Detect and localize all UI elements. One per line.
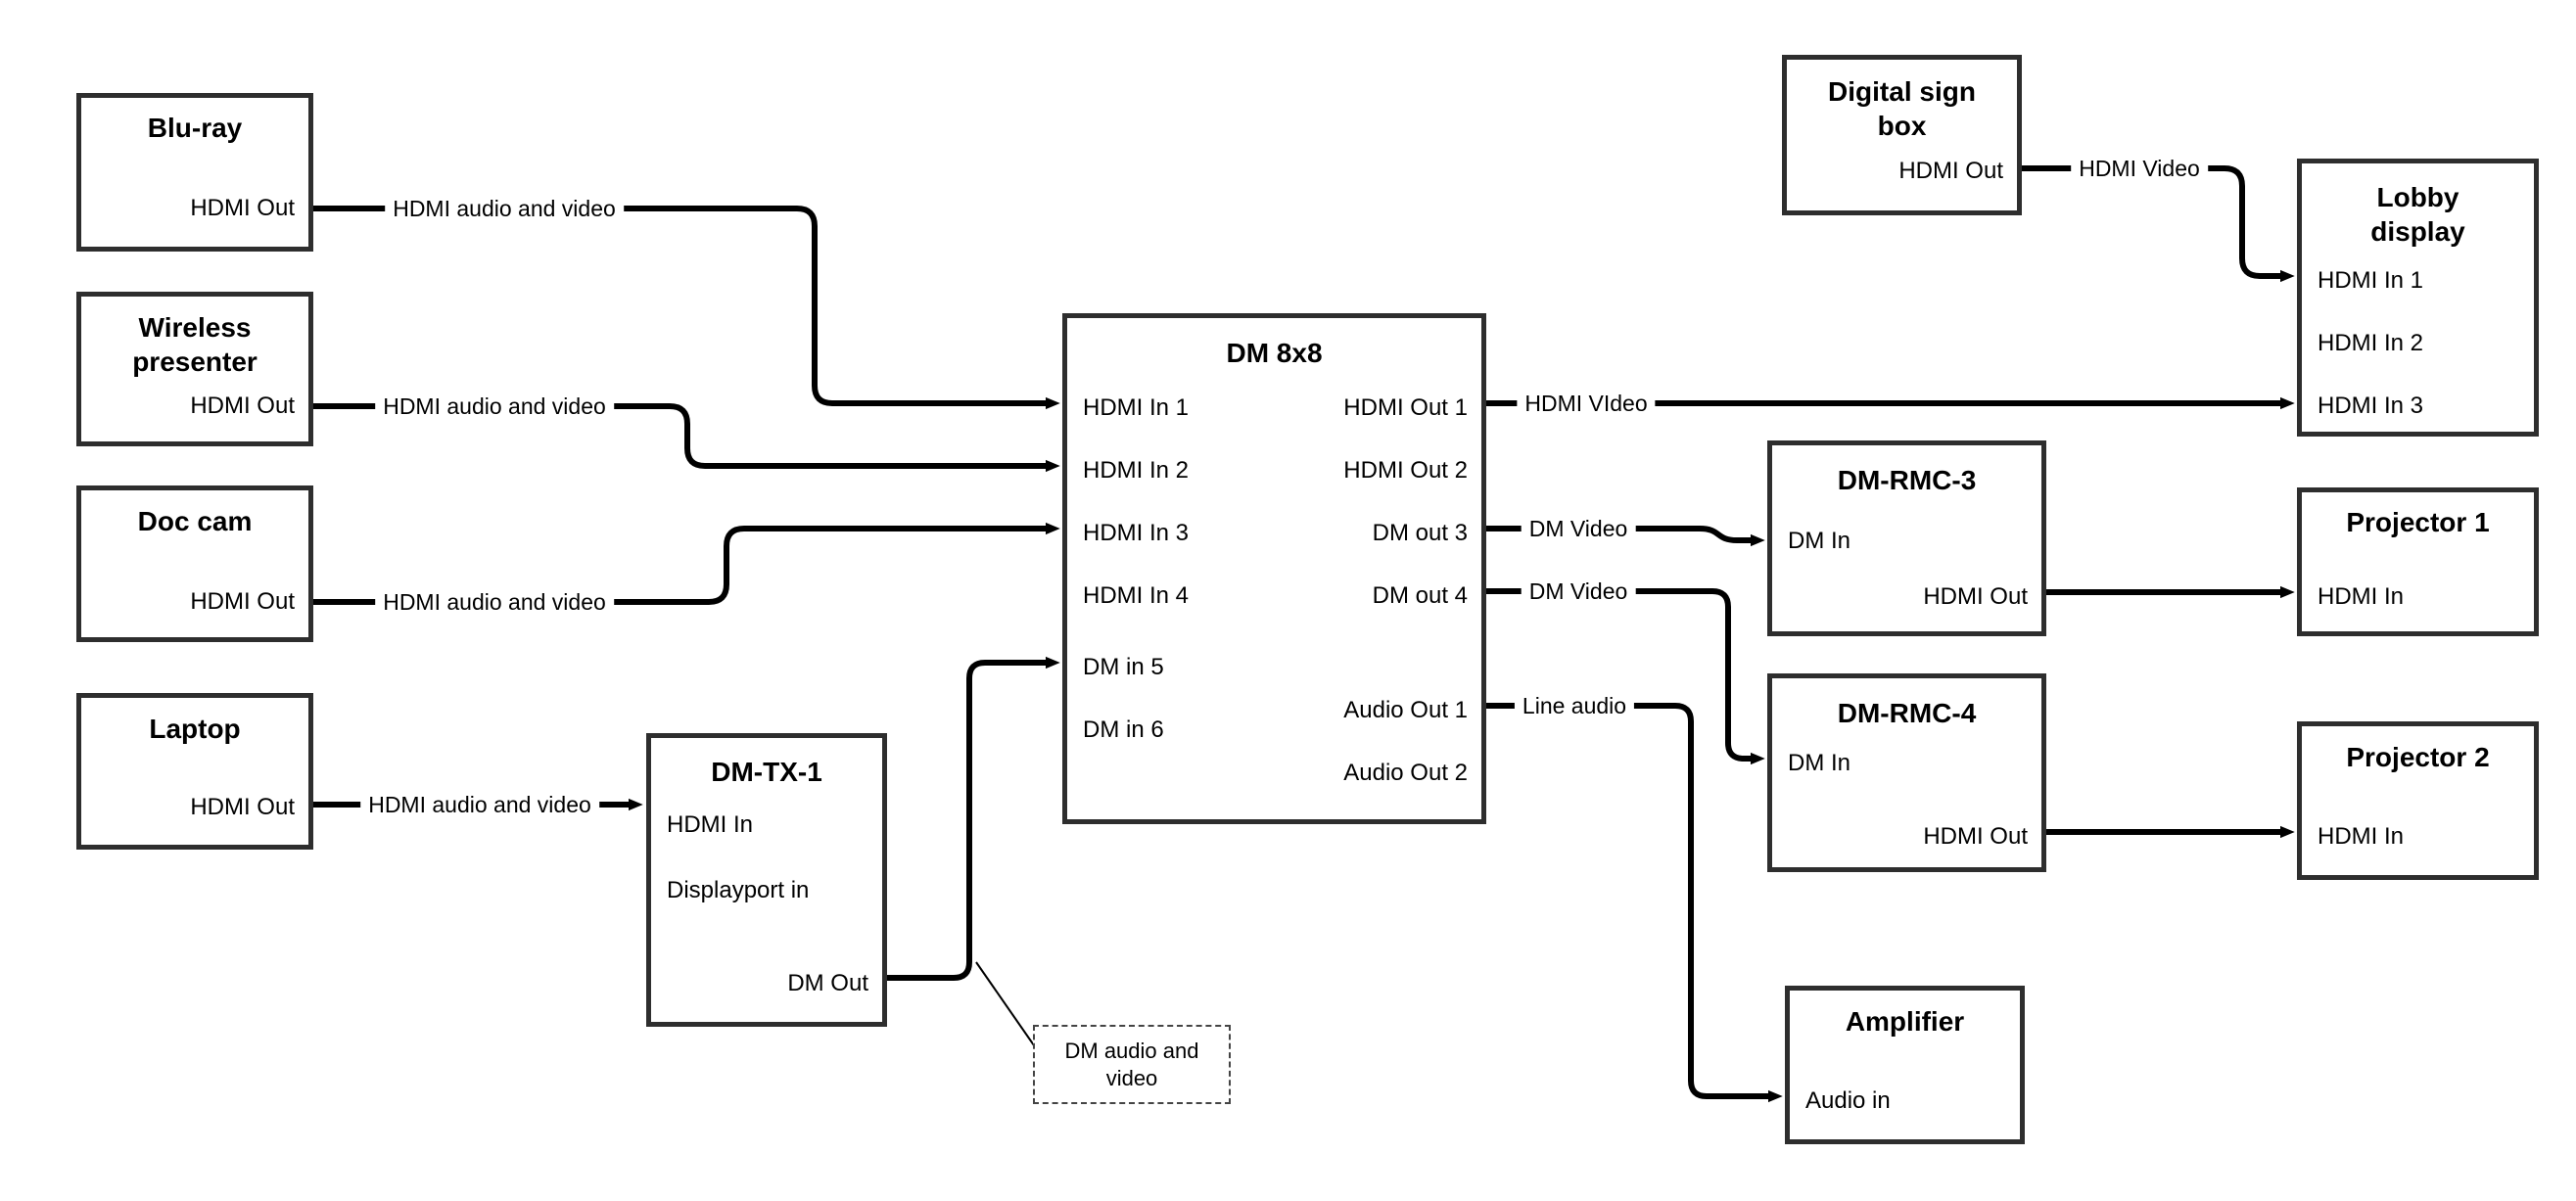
node-title: DM-RMC-4 [1837, 698, 1977, 728]
port-hdmi-out-1: HDMI Out 1 [1343, 394, 1468, 421]
cable-label-hdmi-audio-video-laptop: HDMI audio and video [360, 792, 599, 817]
node-title: Digital sign [1828, 76, 1976, 107]
port-hdmi-in-4: HDMI In 4 [1083, 582, 1190, 609]
port-hdmi-in-1: HDMI In 1 [2318, 267, 2424, 294]
cable-dm8x8-dm-out-4-to-dmrmc4-dm-in [1482, 588, 1765, 765]
port-hdmi-out: HDMI Out [190, 393, 295, 419]
cable-dm8x8-dm-out-3-to-dmrmc3-dm-in [1482, 526, 1765, 547]
node-bluray: Blu-ray HDMI Out [76, 93, 313, 252]
node-title: box [1877, 111, 1927, 141]
port-hdmi-in: HDMI In [2318, 823, 2405, 850]
port-dm-out-3: DM out 3 [1372, 520, 1468, 546]
port-hdmi-out-2: HDMI Out 2 [1343, 457, 1468, 484]
node-title: Amplifier [1845, 1006, 1965, 1037]
port-hdmi-out: HDMI Out [1923, 583, 2028, 610]
cable-dm8x8-audio-out-1-to-amplifier [1482, 703, 1783, 1103]
node-title: Lobby [2376, 182, 2459, 212]
port-hdmi-in-1: HDMI In 1 [1083, 394, 1190, 421]
node-projector-1: Projector 1 HDMI In [2297, 487, 2539, 636]
node-lobby-display: Lobby display HDMI In 1 HDMI In 2 HDMI I… [2297, 159, 2539, 437]
node-wireless-presenter: Wireless presenter HDMI Out [76, 292, 313, 446]
port-hdmi-in-2: HDMI In 2 [1083, 457, 1190, 484]
port-dm-in: DM In [1788, 528, 1851, 554]
cable-label-hdmi-video-typo: HDMI VIdeo [1517, 391, 1656, 416]
node-amplifier: Amplifier Audio in [1785, 986, 2025, 1144]
port-hdmi-out: HDMI Out [190, 794, 295, 820]
cable-label-hdmi-video-digitalsign: HDMI Video [2071, 156, 2208, 181]
port-audio-in: Audio in [1805, 1087, 1891, 1114]
node-dm-rmc-3: DM-RMC-3 DM In HDMI Out [1767, 440, 2046, 636]
port-displayport-in: Displayport in [667, 877, 810, 903]
node-dm-rmc-4: DM-RMC-4 DM In HDMI Out [1767, 673, 2046, 872]
port-hdmi-out: HDMI Out [1923, 823, 2028, 850]
cable-label-hdmi-audio-video-bluray: HDMI audio and video [385, 196, 624, 221]
port-hdmi-in: HDMI In [2318, 583, 2405, 610]
node-title: DM-RMC-3 [1837, 465, 1977, 495]
cable-label-dm-video-out4: DM Video [1521, 578, 1636, 604]
port-hdmi-out: HDMI Out [190, 588, 295, 615]
node-laptop: Laptop HDMI Out [76, 693, 313, 850]
cable-label-dm-video-out3: DM Video [1521, 516, 1636, 541]
cable-bluray-to-dm8x8-hdmi-in-1 [310, 206, 1060, 410]
port-dm-in: DM In [1788, 750, 1851, 776]
port-hdmi-in-3: HDMI In 3 [1083, 520, 1190, 546]
port-hdmi-in: HDMI In [667, 811, 754, 838]
port-audio-out-1: Audio Out 1 [1343, 697, 1468, 723]
port-dm-in-5: DM in 5 [1083, 654, 1164, 680]
cable-digitalsign-to-lobby-hdmi-in-1 [2019, 165, 2295, 283]
node-title: Laptop [149, 714, 241, 744]
cable-doccam-to-dm8x8-hdmi-in-3 [310, 522, 1060, 605]
port-hdmi-in-3: HDMI In 3 [2318, 393, 2424, 419]
cable-wireless-to-dm8x8-hdmi-in-2 [310, 403, 1060, 473]
node-title: Blu-ray [147, 113, 243, 143]
port-dm-out-4: DM out 4 [1372, 582, 1468, 609]
node-title: display [2370, 216, 2465, 247]
node-title: Doc cam [137, 506, 253, 536]
node-digital-sign-box: Digital sign box HDMI Out [1782, 55, 2022, 215]
port-hdmi-in-2: HDMI In 2 [2318, 330, 2424, 356]
note-callout-line [975, 961, 1035, 1046]
node-dm-8x8: DM 8x8 HDMI In 1 HDMI In 2 HDMI In 3 HDM… [1062, 313, 1486, 824]
node-doc-cam: Doc cam HDMI Out [76, 485, 313, 642]
node-title: DM 8x8 [1226, 338, 1323, 368]
port-hdmi-out: HDMI Out [1898, 158, 2003, 184]
node-title: DM-TX-1 [711, 757, 822, 787]
node-title: Wireless [138, 312, 252, 343]
node-title: Projector 2 [2346, 742, 2490, 772]
node-projector-2: Projector 2 HDMI In [2297, 721, 2539, 880]
cable-label-hdmi-audio-video-wireless: HDMI audio and video [375, 393, 614, 419]
port-dm-out: DM Out [787, 970, 868, 996]
node-title: presenter [132, 346, 258, 377]
cable-label-hdmi-audio-video-doccam: HDMI audio and video [375, 589, 614, 615]
port-hdmi-out: HDMI Out [190, 195, 295, 221]
port-audio-out-2: Audio Out 2 [1343, 760, 1468, 786]
note-line: video [1105, 1065, 1158, 1090]
note-dm-audio-video: DM audio and video [1033, 1025, 1231, 1104]
port-dm-in-6: DM in 6 [1083, 716, 1164, 743]
cable-dmtx1-to-dm8x8-dm-in-5 [884, 656, 1060, 981]
cable-label-line-audio: Line audio [1514, 693, 1635, 718]
note-line: DM audio and [1064, 1038, 1199, 1063]
node-dm-tx-1: DM-TX-1 HDMI In Displayport in DM Out [646, 733, 887, 1027]
node-title: Projector 1 [2346, 507, 2490, 537]
